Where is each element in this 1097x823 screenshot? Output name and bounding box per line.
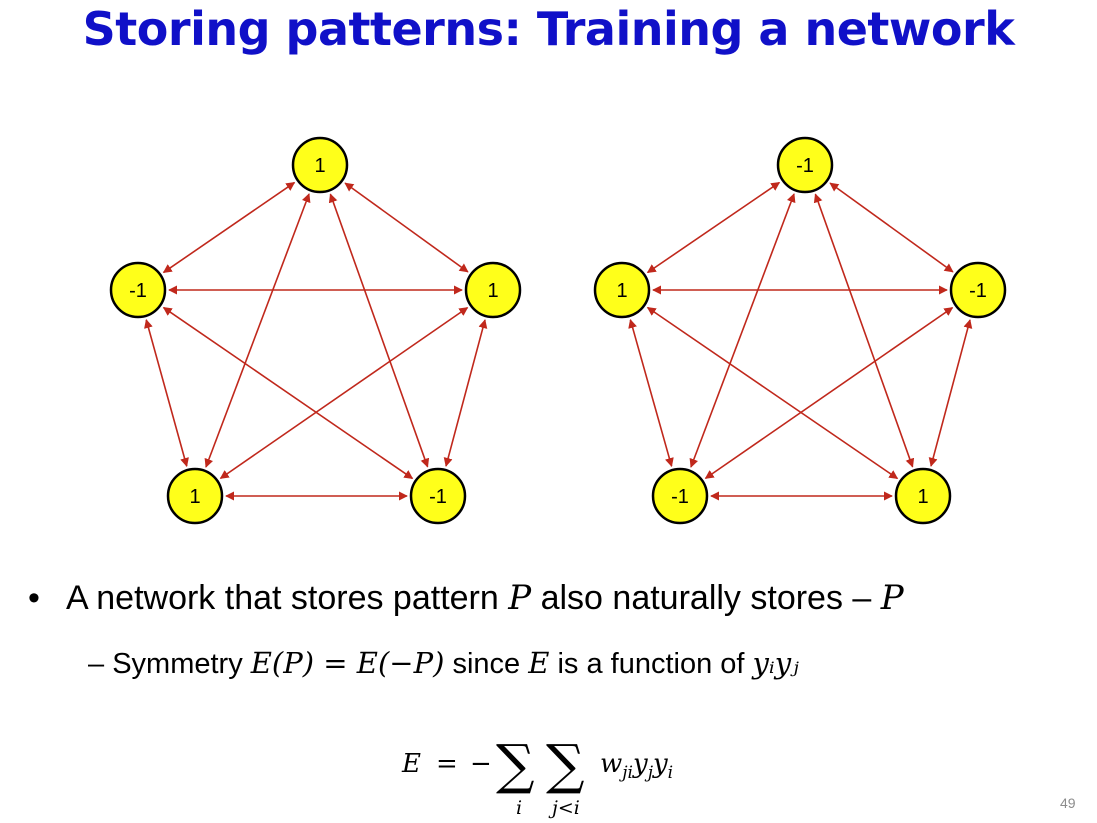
sum-symbol-j: ∑: [546, 733, 585, 796]
eq-equals: =: [436, 749, 458, 779]
node-left: -1: [109, 261, 167, 319]
eq-y1-sub: j: [647, 763, 653, 784]
network-diagrams: 1 -1 1 1 -1 -1 1 -1 -1 1: [109, 136, 1007, 525]
eq-y2: y: [652, 749, 668, 779]
node-circle: [409, 467, 467, 525]
node-circle: [776, 136, 834, 194]
sum-sub-j: j<i: [552, 797, 580, 819]
bullet-main-var: P: [508, 578, 532, 618]
bullet-main: • A network that stores pattern P also na…: [28, 578, 904, 618]
edge-right-bottom_left: [704, 306, 954, 480]
node-top: 1: [291, 136, 349, 194]
edge-top-left: [162, 181, 296, 274]
node-bottom_left: -1: [651, 467, 709, 525]
node-circle: [651, 467, 709, 525]
bullet-dot: •: [28, 579, 40, 617]
eq-minus: −: [470, 749, 492, 779]
sub-text-symmetry: Symmetry: [112, 648, 243, 680]
network-left: 1 -1 1 1 -1: [109, 136, 522, 525]
edge-top-bottom_left: [204, 193, 311, 468]
eq-w: w: [600, 749, 623, 779]
node-bottom_right: -1: [409, 467, 467, 525]
sum-symbol-i: ∑: [496, 733, 535, 796]
edge-right-bottom_right: [928, 319, 973, 467]
node-value: 1: [616, 280, 627, 302]
energy-equation: E = − ∑ ∑ i j<i wjiyjyi: [400, 733, 720, 823]
node-value: 1: [917, 486, 928, 508]
eq-lhs: E: [402, 749, 421, 779]
sub-dash: –: [88, 648, 105, 680]
edge-left-bottom_left: [628, 318, 674, 468]
bullet-main-text: A network that stores pattern: [66, 579, 499, 617]
node-circle: [166, 467, 224, 525]
eq-y1: y: [632, 749, 648, 779]
edge-right-bottom_left: [219, 306, 469, 480]
node-circle: [593, 261, 651, 319]
eq-w-sub: ji: [622, 763, 633, 784]
node-circle: [949, 261, 1007, 319]
eq-rhs: wjiyjyi: [600, 749, 673, 783]
sub-text-since: since: [452, 648, 521, 680]
eq-y2-sub: i: [667, 763, 674, 784]
bullet-main-text2: also naturally stores: [540, 579, 843, 617]
node-value: 1: [314, 155, 325, 177]
network-right: -1 1 -1 -1 1: [593, 136, 1007, 525]
node-value: -1: [671, 486, 689, 508]
slide-title: Storing patterns: Training a network: [82, 2, 1015, 56]
bullet-main-neg: –: [852, 579, 872, 617]
edge-right-bottom_right: [443, 319, 488, 467]
sub-equation: E(P) = E(−P): [250, 646, 445, 680]
edge-left-bottom_right: [646, 306, 899, 480]
node-left: 1: [593, 261, 651, 319]
node-bottom_left: 1: [166, 467, 224, 525]
node-circle: [109, 261, 167, 319]
node-value: -1: [796, 155, 814, 177]
node-bottom_right: 1: [894, 467, 952, 525]
sub-var-e: E: [528, 646, 550, 680]
node-right: 1: [464, 261, 522, 319]
sub-text-function: is a function of: [557, 648, 745, 680]
node-value: 1: [487, 280, 498, 302]
edge-top-bottom_right: [813, 193, 915, 468]
node-value: -1: [129, 280, 147, 302]
edge-top-left: [646, 181, 781, 274]
edge-top-right: [829, 182, 954, 273]
edge-top-bottom_left: [689, 193, 796, 468]
node-circle: [291, 136, 349, 194]
edge-top-bottom_right: [328, 193, 430, 468]
node-top: -1: [776, 136, 834, 194]
node-value: -1: [429, 486, 447, 508]
node-value: 1: [189, 486, 200, 508]
edge-left-bottom_left: [144, 319, 189, 467]
page-number: 49: [1060, 795, 1076, 811]
node-right: -1: [949, 261, 1007, 319]
node-value: -1: [969, 280, 987, 302]
sum-sub-i: i: [516, 797, 523, 819]
sub-vars-yiyj: yᵢyⱼ: [752, 646, 799, 680]
edge-top-right: [344, 182, 469, 273]
node-circle: [894, 467, 952, 525]
bullet-sub: – Symmetry E(P) = E(−P) since E is a fun…: [88, 646, 799, 681]
edge-left-bottom_right: [162, 306, 414, 480]
node-circle: [464, 261, 522, 319]
bullet-main-var2: P: [880, 578, 904, 618]
